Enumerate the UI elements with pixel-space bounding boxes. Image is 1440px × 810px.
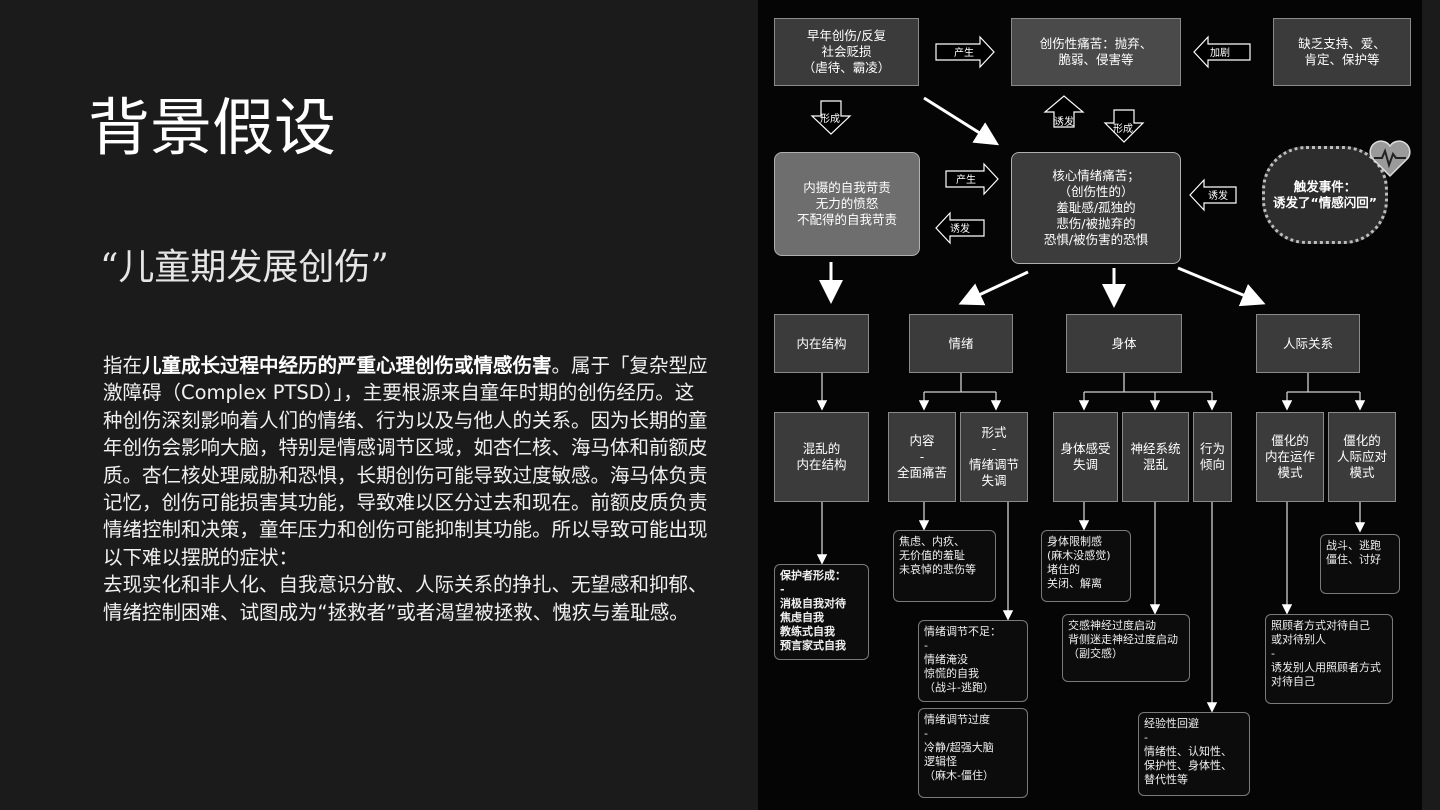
body-paragraph: 指在儿童成长过程中经历的严重心理创伤或情感伤害。属于「复杂型应激障碍（Compl… (103, 352, 713, 626)
right-edge-strip (1422, 0, 1440, 810)
box-body-sense: 身体感受 失调 (1053, 412, 1118, 502)
note-protector: 保护者形成： - 消极自我对待 焦虑自我 教练式自我 预言家式自我 (774, 564, 869, 660)
svg-text:诱发: 诱发 (950, 222, 970, 235)
note-caregiver: 照顾者方式对待自己 或对待别人 - 诱发别人用照顾者方式 对待自己 (1265, 614, 1393, 704)
box-emotion: 情绪 (909, 314, 1013, 373)
box-introjected: 内摄的自我苛责 无力的愤怒 不配得的自我苛责 (774, 152, 920, 256)
box-core-pain: 核心情绪痛苦； （创伤性的） 羞耻感/孤独的 悲伤/被抛弃的 恐惧/被伤害的恐惧 (1011, 152, 1181, 264)
block-arrow-produce1 (935, 35, 995, 69)
svg-text:形成: 形成 (1113, 123, 1133, 135)
note-experiential: 经验性回避 - 情绪性、认知性、 保护性、身体性、 替代性等 (1138, 712, 1250, 796)
block-arrow-labels: 产生 加剧 形成 诱发 形成 产生 诱发 诱发 (820, 46, 1230, 235)
arrow-early-to-core (923, 96, 1000, 146)
box-nervous: 神经系统 混乱 (1122, 412, 1189, 502)
paragraph-intro: 指在 (103, 354, 143, 377)
paragraph-bold: 儿童成长过程中经历的严重心理创伤或情感伤害 (142, 354, 552, 377)
arrow-core-to-relation (1177, 266, 1266, 307)
note-sympathetic: 交感神经过度启动 背侧迷走神经过度启动 （副交感） (1062, 614, 1190, 682)
slide-subtitle: “儿童期发展创伤” (100, 247, 389, 288)
note-body-limit: 身体限制感 (麻木没感觉) 堵住的 关闭、解离 (1041, 530, 1131, 602)
block-arrows (810, 35, 1251, 245)
tree-lines (816, 373, 1366, 713)
svg-text:产生: 产生 (954, 46, 974, 59)
block-arrow-form1 (810, 100, 852, 135)
note-under-regulation: 情绪调节不足： - 情绪淹没 惊慌的自我 （战斗-逃跑） (918, 620, 1028, 702)
paragraph-symptoms: 去现实化和非人化、自我意识分散、人际关系的挣扎、无望感和抑郁、情绪控制困难、试图… (103, 573, 708, 624)
box-rigid-inner: 僵化的 内在运作 模式 (1256, 412, 1324, 502)
trauma-diagram: 产生 加剧 形成 诱发 形成 产生 诱发 诱发 早年创伤/反复 社会贬损 （虐待… (758, 0, 1422, 810)
note-over-regulation: 情绪调节过度 - 冷静/超强大脑 逻辑怪 （麻木-僵住） (918, 708, 1028, 798)
paragraph-main: 指在儿童成长过程中经历的严重心理创伤或情感伤害。属于「复杂型应激障碍（Compl… (103, 352, 713, 571)
box-behavior: 行为 倾向 (1193, 412, 1232, 502)
block-arrow-induce2 (935, 211, 985, 245)
box-lack-support: 缺乏支持、爱、 肯定、保护等 (1273, 18, 1411, 86)
cloud-trigger: 触发事件： 诱发了“情感闪回” (1262, 146, 1388, 244)
paragraph-rest: 。属于「复杂型应激障碍（Complex PTSD）」，主要根源来自童年时期的创伤… (103, 354, 708, 569)
note-fight: 战斗、逃跑 僵住、讨好 (1320, 534, 1400, 594)
block-arrow-induce3 (1189, 178, 1237, 212)
svg-text:形成: 形成 (820, 113, 840, 125)
box-early-trauma: 早年创伤/反复 社会贬损 （虐待、霸凌） (774, 18, 919, 86)
slide-title: 背景假设 (88, 91, 337, 164)
arrow-core-to-emotion (958, 270, 1029, 306)
svg-text:诱发: 诱发 (1054, 115, 1074, 128)
heartbeat-icon (1369, 140, 1411, 178)
note-anxiety: 焦虑、内疚、 无价值的羞耻 未哀悼的悲伤等 (893, 530, 996, 602)
box-relation: 人际关系 (1256, 314, 1360, 373)
block-arrow-induce1 (1043, 95, 1085, 128)
svg-text:诱发: 诱发 (1208, 189, 1228, 202)
left-panel: 背景假设 “儿童期发展创伤” 指在儿童成长过程中经历的严重心理创伤或情感伤害。属… (88, 91, 713, 626)
block-arrow-form2 (1103, 109, 1145, 143)
box-content: 内容 - 全面痛苦 (888, 412, 956, 502)
diagram-connectors: 产生 加剧 形成 诱发 形成 产生 诱发 诱发 (810, 35, 1366, 713)
block-arrow-aggravate (1193, 35, 1251, 69)
svg-text:产生: 产生 (956, 173, 976, 186)
box-inner-structure: 内在结构 (774, 314, 869, 373)
box-rigid-relation: 僵化的 人际应对 模式 (1328, 412, 1396, 502)
box-creative-pain: 创伤性痛苦：抛弃、 脆弱、侵害等 (1011, 18, 1181, 86)
box-form: 形式 - 情绪调节 失调 (960, 412, 1028, 502)
box-chaotic-inner: 混乱的 内在结构 (774, 412, 869, 502)
box-body: 身体 (1066, 314, 1182, 373)
svg-text:加剧: 加剧 (1210, 47, 1230, 59)
block-arrow-produce2 (945, 162, 999, 196)
